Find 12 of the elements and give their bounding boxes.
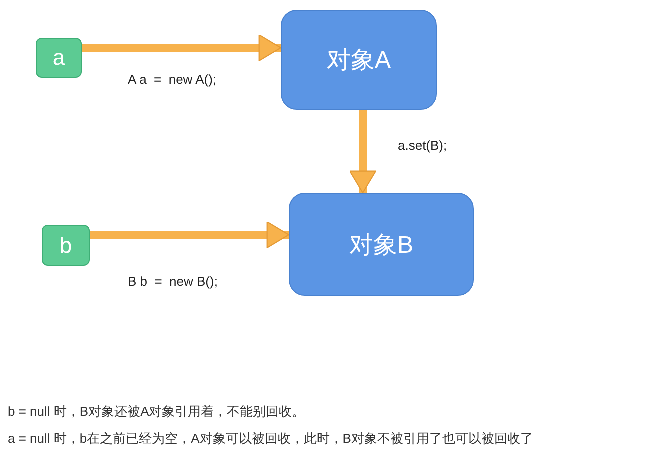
edge-label: A a = new A(); [128,72,217,88]
arrow [82,34,282,62]
object-box: 对象B [289,193,474,296]
edge-label: B b = new B(); [128,274,218,290]
note-text: a = null 时，b在之前已经为空，A对象可以被回收，此时，B对象不被引用了也可以被回收了 [8,431,534,447]
variable-box: b [42,225,90,266]
object-box: 对象A [281,10,437,110]
variable-box: a [36,38,82,78]
edge-label: a.set(B); [398,138,448,154]
note-text: b = null 时，B对象还被A对象引用着，不能别回收。 [8,404,306,420]
arrow [349,110,377,194]
arrow [90,221,290,249]
